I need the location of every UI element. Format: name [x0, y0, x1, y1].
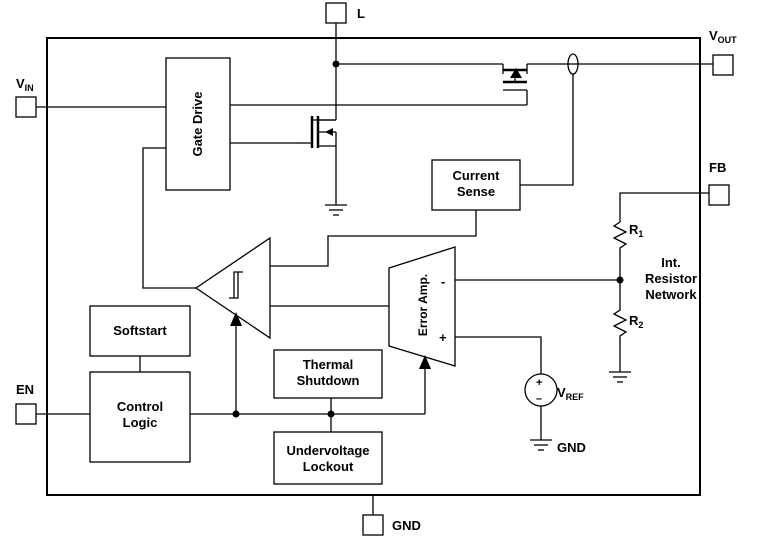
r2-label: R2 — [629, 313, 643, 330]
vref-plus: + — [536, 377, 542, 389]
error-amp-minus: - — [441, 274, 445, 289]
comparator-triangle — [194, 236, 271, 340]
error-amp-plus: + — [439, 330, 447, 345]
error-amp-shape — [388, 246, 456, 367]
vref-minus: – — [536, 393, 542, 405]
uvlo-label-2: Lockout — [303, 459, 354, 474]
resistor-r1 — [612, 221, 628, 280]
gate-drive-label: Gate Drive — [190, 91, 205, 156]
pin-gnd-label: GND — [392, 518, 421, 533]
hysteresis-icon-2 — [233, 271, 243, 298]
pin-l-label: L — [357, 6, 365, 21]
gate-drive-block — [165, 57, 231, 191]
control-logic-label-1: Control — [117, 399, 163, 414]
r1-label: R1 — [629, 222, 643, 239]
softstart-label: Softstart — [113, 323, 167, 338]
pin-fb-label: FB — [709, 160, 726, 175]
pin-vout — [712, 54, 734, 76]
pin-gnd — [362, 514, 384, 536]
uvlo-label-1: Undervoltage — [286, 443, 369, 458]
uvlo-block — [273, 431, 383, 485]
pin-vout-label: VOUT — [709, 28, 737, 45]
control-logic-label-2: Logic — [123, 415, 158, 430]
pin-en-label: EN — [16, 382, 34, 397]
hysteresis-icon — [229, 272, 239, 299]
pin-en — [15, 403, 37, 425]
current-sense-label-2: Sense — [457, 184, 495, 199]
vref-gnd-label: GND — [557, 440, 586, 455]
thermal-label-2: Shutdown — [297, 373, 360, 388]
network-label-3: Network — [645, 287, 697, 302]
pin-l — [325, 2, 347, 24]
current-sense-label-1: Current — [453, 168, 501, 183]
pin-vin-label: VIN — [16, 76, 34, 93]
thermal-label-1: Thermal — [303, 357, 354, 372]
vref-label: VREF — [557, 385, 584, 402]
network-label-2: Resistor — [645, 271, 697, 286]
thermal-shutdown-block — [273, 349, 383, 399]
error-amp-label: Error Amp. — [416, 274, 430, 336]
resistor-r2 — [612, 280, 628, 372]
network-label-1: Int. — [661, 255, 681, 270]
pin-vin — [15, 96, 37, 118]
pin-fb — [708, 184, 730, 206]
